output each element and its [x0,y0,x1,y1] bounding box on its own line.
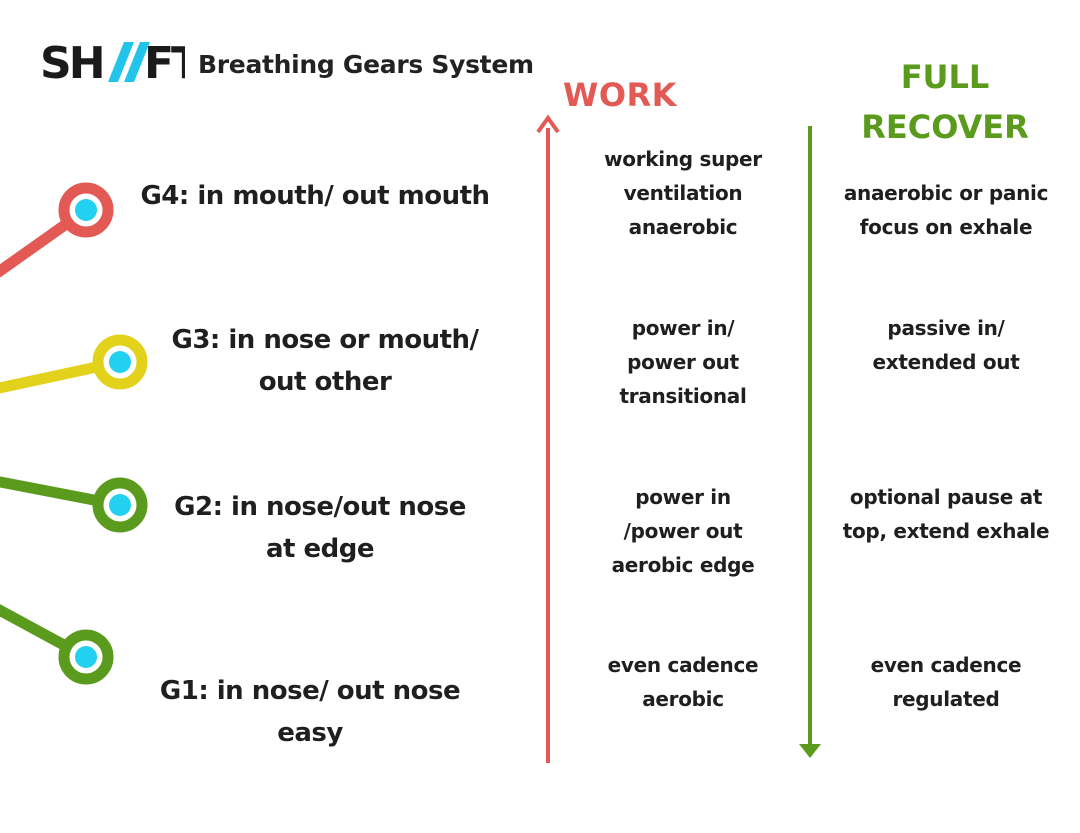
recover-line: regulated [892,687,1000,711]
g3-node [92,334,148,390]
g1-work-text: even cadence aerobic [568,648,798,716]
work-heading: WORK [563,76,677,114]
work-line: transitional [619,384,747,408]
work-line: ventilation [623,181,743,205]
g3-recover-text: passive in/ extended out [826,311,1066,379]
work-line: aerobic [642,687,724,711]
diagram-title: Breathing Gears System [198,50,534,79]
g1-label-line: easy [277,718,343,748]
g3-work-text: power in/ power out transitional [568,311,798,413]
g1-node [58,629,114,685]
work-line: power out [627,350,739,374]
work-line: /power out [623,519,743,543]
g1-label: G1: in nose/ out nose easy [130,670,490,754]
work-line: anaerobic [628,215,738,239]
recover-line: optional pause at [849,485,1043,509]
g3-label-line: G3: in nose or mouth/ [171,325,479,355]
svg-text:FT: FT [144,38,185,84]
g4-work-text: working super ventilation anaerobic [568,142,798,244]
g2-recover-text: optional pause at top, extend exhale [826,480,1066,548]
g2-label-line: at edge [265,534,375,564]
recover-line: focus on exhale [859,215,1033,239]
work-line: power in [635,485,731,509]
full-recover-heading-line: FULL [900,58,990,96]
work-line: power in/ [631,316,735,340]
g3-label-line: out other [258,367,392,397]
recover-line: top, extend exhale [842,519,1050,543]
g1-label-line: G1: in nose/ out nose [159,676,461,706]
g4-node [58,182,114,238]
recover-arrow-down [799,126,821,758]
recover-line: extended out [872,350,1020,374]
work-line: aerobic edge [611,553,755,577]
g4-recover-text: anaerobic or panic focus on exhale [826,176,1066,244]
g1-recover-text: even cadence regulated [826,648,1066,716]
g2-label-line: G2: in nose/out nose [174,492,466,522]
g2-label: G2: in nose/out nose at edge [145,486,495,570]
recover-line: passive in/ [887,316,1005,340]
recover-line: anaerobic or panic [843,181,1049,205]
g4-label-line: G4: in mouth/ out mouth [140,181,490,211]
work-arrow-up [536,114,560,763]
g3-label: G3: in nose or mouth/ out other [145,319,505,403]
recover-line: even cadence [870,653,1022,677]
work-line: even cadence [607,653,759,677]
svg-text:SH: SH [40,38,103,84]
full-recover-heading: FULL RECOVER [820,52,1070,152]
work-line: working super [604,147,762,171]
shift-logo: SH FT [40,38,185,84]
g4-label: G4: in mouth/ out mouth [130,175,500,217]
full-recover-heading-line: RECOVER [861,108,1029,146]
g2-work-text: power in /power out aerobic edge [568,480,798,582]
g2-node [92,477,148,533]
